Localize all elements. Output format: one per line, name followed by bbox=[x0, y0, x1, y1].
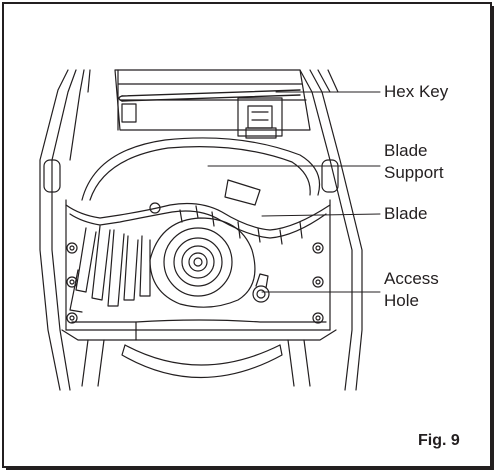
label-access-hole-line2: Hole bbox=[384, 291, 419, 310]
access-hole-part bbox=[252, 273, 270, 303]
blade-housing-part bbox=[65, 199, 331, 331]
label-blade: Blade bbox=[384, 204, 428, 223]
label-blade-support-line2: Support bbox=[384, 163, 444, 182]
latch-part bbox=[237, 97, 283, 139]
lower-blade bbox=[121, 344, 283, 379]
housing-left-side bbox=[39, 69, 91, 391]
hood-tab bbox=[121, 103, 137, 123]
label-hex-key: Hex Key bbox=[384, 82, 449, 101]
corner-screws bbox=[66, 242, 324, 324]
blade-support-part bbox=[81, 137, 321, 214]
base-plate bbox=[61, 319, 337, 341]
label-access-hole-line1: Access bbox=[384, 269, 439, 288]
leader-lines bbox=[207, 91, 381, 293]
hex-key-part bbox=[118, 89, 301, 102]
housing-right-side bbox=[299, 69, 363, 391]
figure-number: Fig. 9 bbox=[418, 432, 460, 449]
blade-arbor bbox=[149, 217, 256, 308]
label-blade-support-line1: Blade bbox=[384, 141, 428, 160]
chip-chute bbox=[69, 225, 151, 313]
legs bbox=[81, 339, 311, 387]
side-bumpers bbox=[43, 159, 339, 193]
